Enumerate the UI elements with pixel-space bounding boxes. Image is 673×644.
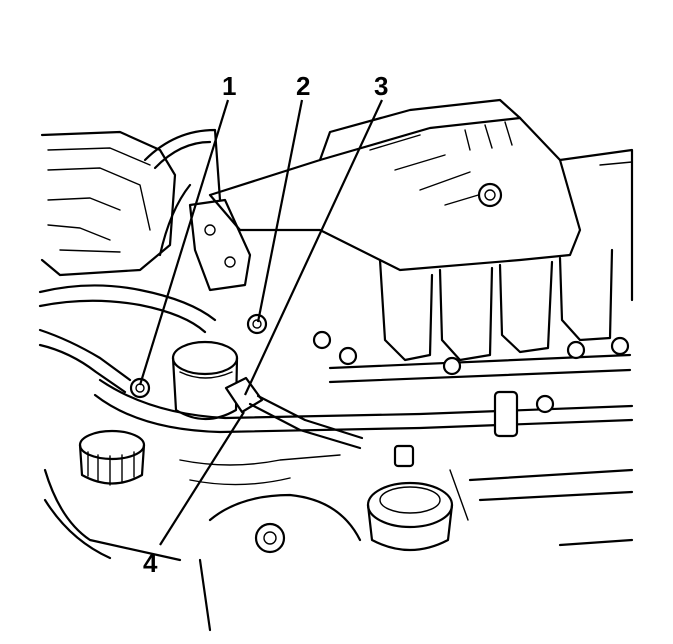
callout-labels: 1 2 3 4 [143,71,388,578]
leader-3 [244,99,383,396]
callout-3-label: 3 [374,71,388,101]
leader-2 [256,99,304,323]
leader-4 [159,411,245,546]
engine-line-art [38,98,634,632]
callout-1-label: 1 [222,71,236,101]
callout-4-label: 4 [143,548,158,578]
leader-1 [138,99,230,386]
callout-leaders [138,99,383,546]
callout-2-label: 2 [296,71,310,101]
